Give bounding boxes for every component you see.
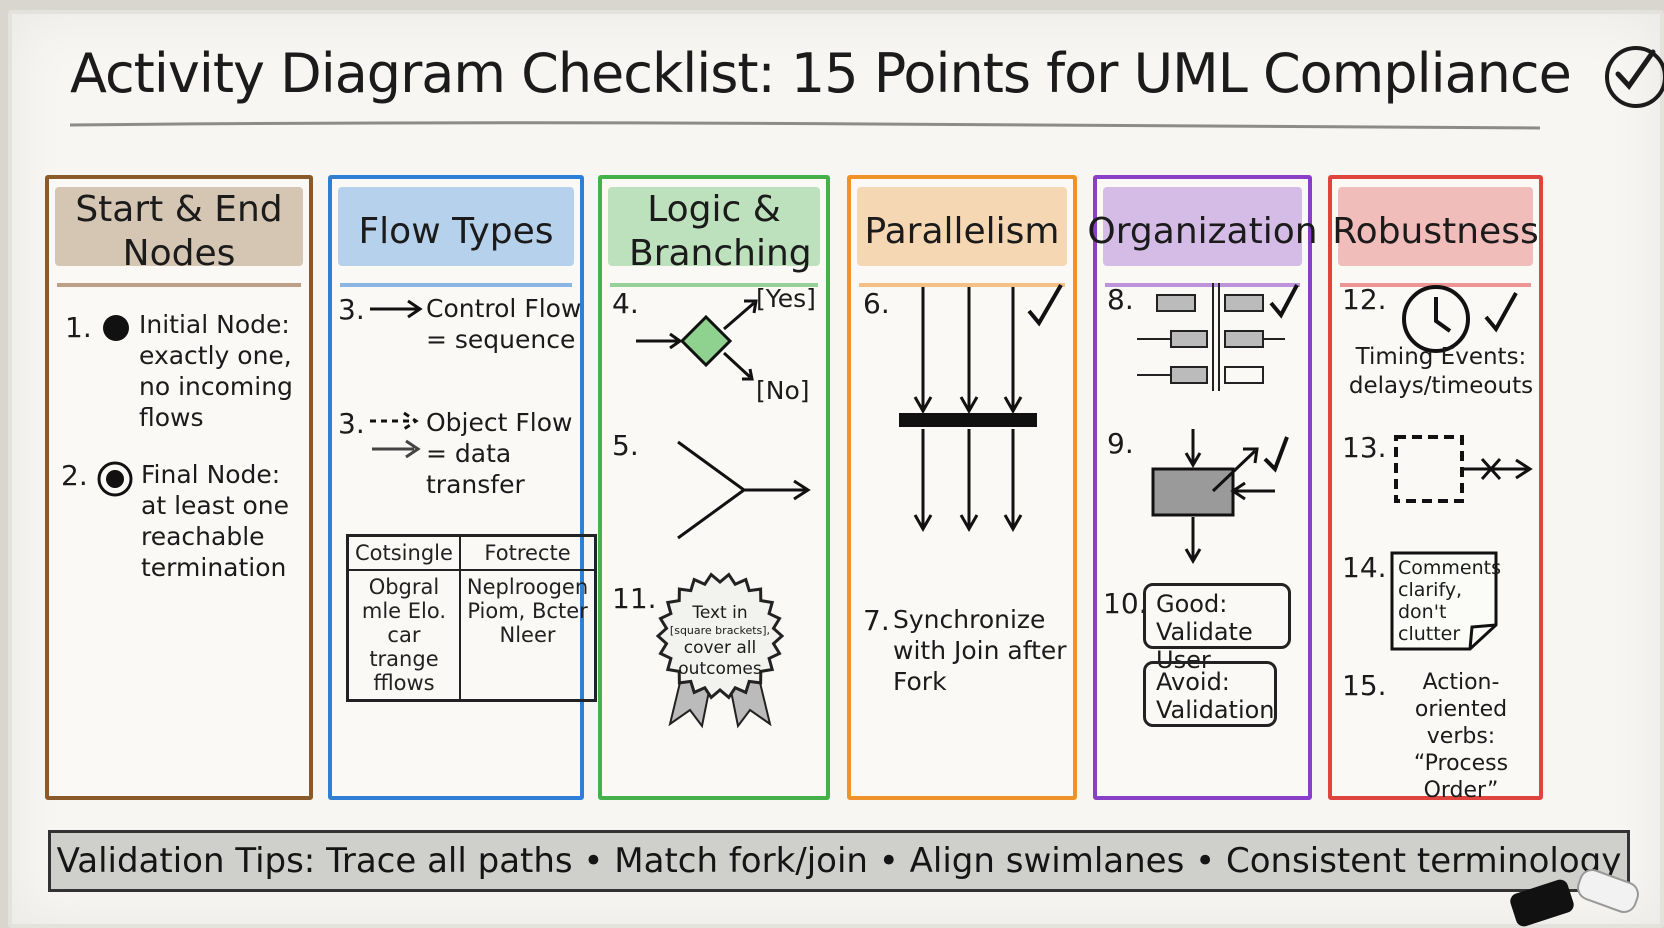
column-organization: Organization 8. 9. 10. Good: Validate Us… xyxy=(1087,175,1318,800)
table-header: Fotrecte xyxy=(458,534,597,571)
item-number: 10. xyxy=(1103,587,1148,620)
item-number: 1. xyxy=(65,311,92,344)
final-node-text: Final Node: at least one reachable termi… xyxy=(141,460,290,582)
no-guard-label: [No] xyxy=(756,376,810,405)
validation-tips-text: Validation Tips: Trace all paths • Match… xyxy=(56,841,1622,881)
merge-node-icon xyxy=(677,440,811,540)
item-number: 15. xyxy=(1342,669,1387,702)
control-flow-arrow-icon xyxy=(370,299,423,319)
table-header: Cotsingle xyxy=(346,534,461,571)
column-heading: Parallelism xyxy=(851,179,1073,284)
decision-node-icon xyxy=(636,299,758,381)
object-flow-text: Object Flow = data transfer xyxy=(426,408,573,499)
badge-line: outcomes xyxy=(678,659,762,679)
item-number: 13. xyxy=(1342,431,1387,464)
item-number: 12. xyxy=(1342,283,1387,316)
heading-text: Start & End Nodes xyxy=(75,188,283,274)
validation-tips-banner: Validation Tips: Trace all paths • Match… xyxy=(48,830,1630,892)
initial-node-text: Initial Node: exactly one, no incoming f… xyxy=(139,310,293,432)
column-heading: Robustness xyxy=(1332,179,1539,284)
action-node-icon xyxy=(1151,429,1289,564)
swimlane-icon xyxy=(1137,283,1299,391)
final-node-icon xyxy=(97,461,133,497)
fork-join-icon xyxy=(899,283,1063,533)
initial-node-icon xyxy=(103,315,129,341)
badge-line: cover all xyxy=(683,638,757,658)
join-text: Synchronize with Join after Fork xyxy=(893,605,1067,696)
checkmark-icon xyxy=(1027,283,1063,327)
item-number: 3. xyxy=(338,407,365,440)
column-parallelism: Parallelism 6. 7. Synchronize with Join … xyxy=(847,175,1077,800)
checkmark-circle-icon xyxy=(1604,46,1664,109)
marker-icon xyxy=(1510,869,1639,927)
item-number: 6. xyxy=(863,287,890,320)
column-heading: Flow Types xyxy=(332,179,580,284)
heading-text: Organization xyxy=(1087,210,1318,252)
item-number: 5. xyxy=(612,429,639,462)
note-text: Comments clarify, don't clutter xyxy=(1398,557,1501,645)
avoid-example-box: Avoid: Validation xyxy=(1143,661,1277,727)
clock-icon xyxy=(1402,285,1518,353)
column-heading: Logic & Branching xyxy=(602,179,826,284)
title-underline xyxy=(69,121,1541,130)
page-title: Activity Diagram Checklist: 15 Points fo… xyxy=(70,42,1664,112)
badge-text: Text in [square brackets], cover all out… xyxy=(668,603,772,680)
yes-guard-label: [Yes] xyxy=(756,284,816,313)
column-start-end-nodes: Start & End Nodes 1. Initial Node: exact… xyxy=(45,175,313,800)
item-number: 4. xyxy=(612,287,639,320)
column-flow-types: Flow Types 3. Control Flow = sequence 3.… xyxy=(328,175,598,800)
column-heading: Start & End Nodes xyxy=(49,179,309,284)
heading-text: Flow Types xyxy=(358,210,554,252)
item-number: 11. xyxy=(612,582,657,615)
action-verbs-text: Action-oriented verbs: “Process Order” xyxy=(1413,670,1509,803)
timing-events-text: Timing Events: delays/timeouts xyxy=(1348,344,1534,399)
note-icon xyxy=(1390,551,1498,651)
interrupt-region-icon xyxy=(1394,435,1533,503)
table-cell: Obgral mle Elo. car trange fflows xyxy=(346,569,461,702)
item-number: 9. xyxy=(1107,427,1134,460)
item-number: 3. xyxy=(338,293,365,326)
good-example-box: Good: Validate User xyxy=(1143,583,1291,674)
item-number: 8. xyxy=(1107,283,1134,316)
column-robustness: Robustness 12. Timing Events: delays/tim… xyxy=(1328,175,1543,803)
item-number: 14. xyxy=(1342,551,1387,584)
table-cell: Neplroogen Piom, Bcter Nleer xyxy=(458,569,597,702)
whiteboard xyxy=(8,10,1664,928)
heading-text: Robustness xyxy=(1332,210,1539,252)
object-flow-arrow-icon xyxy=(370,411,421,459)
heading-text: Logic & Branching xyxy=(629,188,812,274)
item-number: 7. xyxy=(863,604,890,637)
heading-text: Parallelism xyxy=(864,210,1060,252)
badge-line: Text in xyxy=(692,603,748,623)
badge-line: [square brackets], xyxy=(669,624,771,637)
column-logic-branching: Logic & Branching 4. [Yes] [No] 5. 11. T… xyxy=(598,175,830,800)
column-heading: Organization xyxy=(1087,179,1318,284)
item-number: 2. xyxy=(61,459,88,492)
award-badge-icon xyxy=(655,572,785,729)
flow-table: Cotsingle Fotrecte Obgral mle Elo. car t… xyxy=(346,534,598,702)
control-flow-text: Control Flow = sequence xyxy=(426,294,582,354)
